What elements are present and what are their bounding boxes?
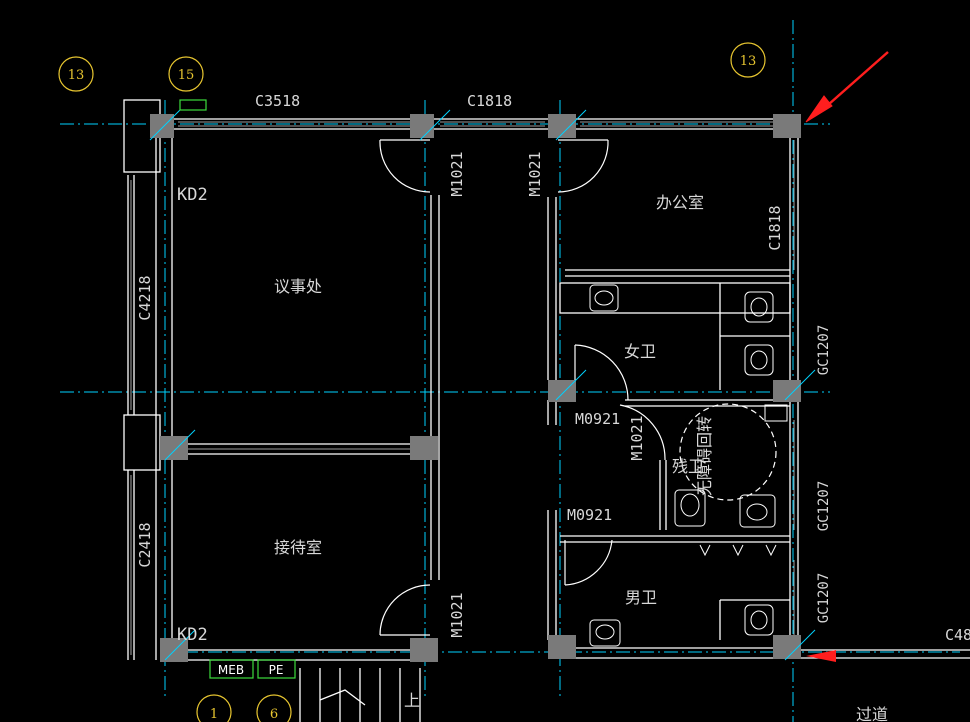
svg-text:15: 15 (178, 68, 195, 83)
door-tag-m1021-a: M1021 (448, 151, 466, 196)
door-tag-m1021-c: M1021 (628, 415, 646, 460)
axis-bubble-a1: 13 (58, 56, 94, 92)
axis-bubble-b1: 1 (196, 694, 232, 722)
window-marker (179, 99, 207, 111)
room-label-accessible-wc: 残卫 (672, 457, 704, 476)
door-tag-m1021-d: M1021 (448, 592, 466, 637)
window-tag-c4218: C4218 (136, 275, 154, 320)
door-tag-kd2-top: KD2 (177, 185, 208, 205)
door-tag-m0921-a: M0921 (575, 410, 620, 428)
room-label-meeting: 议事处 (274, 277, 322, 296)
window-tag-c48: C48 (945, 626, 970, 644)
axis-bubble-b2: 6 (256, 694, 292, 722)
window-tag-c3518: C3518 (255, 92, 300, 110)
red-arrow-annotation (805, 51, 889, 123)
svg-text:MEB: MEB (218, 663, 244, 677)
window-tag-c2418: C2418 (136, 522, 154, 567)
window-tag-c1818-top: C1818 (467, 92, 512, 110)
column-markers (149, 109, 816, 661)
stairs-up-label: 上 (404, 691, 420, 710)
room-label-reception: 接待室 (274, 538, 322, 557)
axis-bubble-a3: 13 (730, 42, 766, 78)
room-label-office: 办公室 (656, 193, 704, 212)
svg-text:无障碍回转: 无障碍回转 (695, 416, 714, 496)
window-tag-gc1207-a: GC1207 (816, 325, 832, 376)
room-label-mens-wc: 男卫 (625, 588, 657, 607)
window-tag-gc1207-c: GC1207 (816, 573, 832, 624)
door-tag-kd2-bottom: KD2 (177, 625, 208, 645)
columns (150, 114, 801, 662)
pe-panel[interactable]: PE (257, 659, 296, 679)
meb-panel[interactable]: MEB (209, 659, 254, 679)
red-arrow-annotation-bottom (806, 650, 836, 662)
window-tag-gc1207-b: GC1207 (816, 481, 832, 532)
svg-text:1: 1 (210, 707, 218, 722)
door-swings (379, 139, 666, 636)
room-label-corridor: 过道 (856, 705, 888, 722)
svg-text:13: 13 (68, 68, 85, 83)
svg-text:PE: PE (269, 663, 284, 677)
window-tag-c1818-right: C1818 (766, 205, 784, 250)
windows (130, 121, 795, 655)
room-label-womens-wc: 女卫 (624, 342, 656, 361)
door-tag-m1021-b: M1021 (526, 151, 544, 196)
accessible-turning-circle: 无障碍回转 (679, 403, 777, 501)
axis-bubble-a2: 15 (168, 56, 204, 92)
svg-text:6: 6 (270, 707, 278, 722)
fixtures (589, 284, 788, 647)
svg-text:13: 13 (740, 54, 757, 69)
walls[interactable] (123, 99, 970, 722)
door-tag-m0921-b: M0921 (567, 506, 612, 524)
